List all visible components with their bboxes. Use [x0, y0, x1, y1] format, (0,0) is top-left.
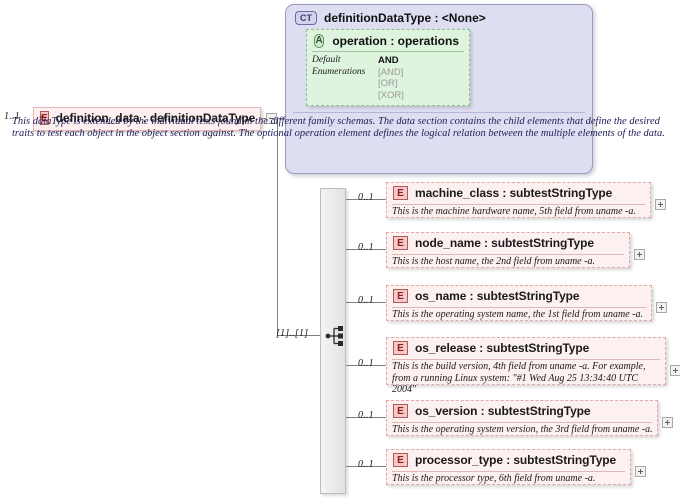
attribute-divider — [312, 51, 464, 52]
element-os-version[interactable]: E os_version : subtestStringType — [386, 400, 658, 436]
element-badge-icon: E — [393, 404, 408, 418]
cardinality-processor-type: 0..1 — [358, 459, 374, 470]
element-node-name-divider — [392, 254, 624, 255]
element-os-name-description: This is the operating system name, the 1… — [392, 309, 643, 320]
element-machine-class[interactable]: E machine_class : subtestStringType — [386, 182, 651, 218]
element-processor-type-description: This is the processor type, 6th field fr… — [392, 473, 596, 484]
attribute-facet-row: Enumerations [AND] — [312, 67, 464, 79]
connector-to-processor-type — [346, 466, 386, 467]
element-processor-type-header: E processor_type : subtestStringType — [387, 450, 630, 470]
attribute-facet-key: Default — [312, 55, 341, 65]
element-definition-data-header: E+ definition_data : definitionDataType — [34, 108, 260, 128]
attribute-facet-row: [XOR] — [312, 90, 464, 102]
complextype-badge-icon: CT — [295, 11, 317, 25]
attribute-facet-key — [312, 78, 378, 90]
element-definition-data[interactable]: E+ definition_data : definitionDataType — [33, 107, 261, 131]
complextype-divider — [293, 112, 585, 113]
element-os-release-divider — [392, 359, 660, 360]
connector-to-node-name — [346, 249, 386, 250]
attribute-facet-row: Default AND — [312, 55, 464, 67]
attribute-facet-key: Enumerations — [312, 66, 366, 77]
element-machine-class-description: This is the machine hardware name, 5th f… — [392, 206, 636, 217]
attribute-facet-value: AND — [378, 55, 399, 66]
element-os-release-description: This is the build version, 4th field fro… — [392, 361, 646, 396]
complextype-header: CT definitionDataType : <None> — [286, 5, 592, 25]
attribute-facet-value: [XOR] — [378, 89, 404, 101]
cardinality-os-release: 0..1 — [358, 358, 374, 369]
cardinality-node-name: 0..1 — [358, 242, 374, 253]
cardinality-os-version: 0..1 — [358, 410, 374, 421]
element-processor-type-title: processor_type : subtestStringType — [415, 453, 617, 467]
element-badge-icon: E — [393, 341, 408, 355]
element-definition-data-title: definition_data : definitionDataType — [55, 111, 256, 125]
element-node-name-description: This is the host name, the 2nd field fro… — [392, 256, 595, 267]
connector-trunk-to-compositor — [277, 335, 322, 336]
attribute-badge-icon: A — [314, 34, 325, 48]
attribute-facet-value: [OR] — [378, 78, 398, 89]
element-badge-icon: E — [393, 236, 408, 250]
connector-toggle-to-complextype — [277, 118, 285, 119]
expand-toggle-node-name[interactable] — [634, 249, 645, 260]
attribute-facets-table: Default AND Enumerations [AND] [OR] [XOR… — [312, 55, 464, 101]
all-compositor-icon — [325, 326, 343, 346]
element-os-version-divider — [392, 422, 652, 423]
element-processor-type-divider — [392, 471, 625, 472]
element-os-version-title: os_version : subtestStringType — [415, 404, 591, 418]
element-badge-icon: E — [393, 453, 408, 467]
expand-toggle-machine-class[interactable] — [655, 199, 666, 210]
collapse-toggle-definition-data[interactable] — [266, 113, 277, 124]
element-badge-icon: E+ — [39, 111, 49, 125]
element-node-name-header: E node_name : subtestStringType — [387, 233, 629, 253]
expand-toggle-processor-type[interactable] — [635, 466, 646, 477]
complextype-title: definitionDataType : <None> — [324, 11, 486, 25]
expand-toggle-os-version[interactable] — [662, 417, 673, 428]
element-machine-class-title: machine_class : subtestStringType — [415, 186, 613, 200]
connector-to-os-name — [346, 302, 386, 303]
element-badge-plus-icon: + — [39, 112, 46, 124]
connector-trunk-vertical — [277, 118, 278, 335]
cardinality-os-name: 0..1 — [358, 295, 374, 306]
element-badge-icon: E — [393, 186, 408, 200]
element-machine-class-divider — [392, 204, 645, 205]
complextype-description: This dataType is extended by the individ… — [12, 116, 665, 140]
element-processor-type[interactable]: E processor_type : subtestStringType — [386, 449, 631, 485]
connector-to-os-version — [346, 417, 386, 418]
expand-toggle-os-name[interactable] — [656, 302, 667, 313]
attribute-header: A operation : operations — [307, 30, 469, 51]
element-badge-icon: E — [393, 289, 408, 303]
element-os-version-description: This is the operating system version, th… — [392, 424, 653, 435]
expand-toggle-os-release[interactable] — [670, 365, 680, 376]
attribute-title: operation : operations — [332, 34, 459, 48]
element-machine-class-header: E machine_class : subtestStringType — [387, 183, 650, 203]
element-badge-letter: E — [41, 113, 48, 124]
element-os-name-title: os_name : subtestStringType — [415, 289, 580, 303]
element-os-release-title: os_release : subtestStringType — [415, 341, 590, 355]
element-os-name-header: E os_name : subtestStringType — [387, 286, 651, 306]
attribute-facet-row: [OR] — [312, 78, 464, 90]
element-os-name[interactable]: E os_name : subtestStringType — [386, 285, 652, 321]
element-os-release-header: E os_release : subtestStringType — [387, 338, 665, 358]
compositor-cardinality-label: [1]..[1] — [276, 328, 309, 339]
connector-root-to-toggle — [261, 118, 266, 119]
attribute-panel-operation[interactable]: A operation : operations — [306, 29, 470, 106]
element-node-name-title: node_name : subtestStringType — [415, 236, 594, 250]
element-os-release[interactable]: E os_release : subtestStringType — [386, 337, 666, 385]
attribute-facet-value: [AND] — [378, 66, 404, 78]
element-os-name-divider — [392, 307, 646, 308]
connector-to-machine-class — [346, 199, 386, 200]
connector-to-os-release — [346, 365, 386, 366]
root-cardinality-label: 1..1 — [4, 111, 20, 122]
element-node-name[interactable]: E node_name : subtestStringType — [386, 232, 630, 268]
cardinality-machine-class: 0..1 — [358, 192, 374, 203]
element-os-version-header: E os_version : subtestStringType — [387, 401, 657, 421]
attribute-facet-key — [312, 90, 378, 102]
